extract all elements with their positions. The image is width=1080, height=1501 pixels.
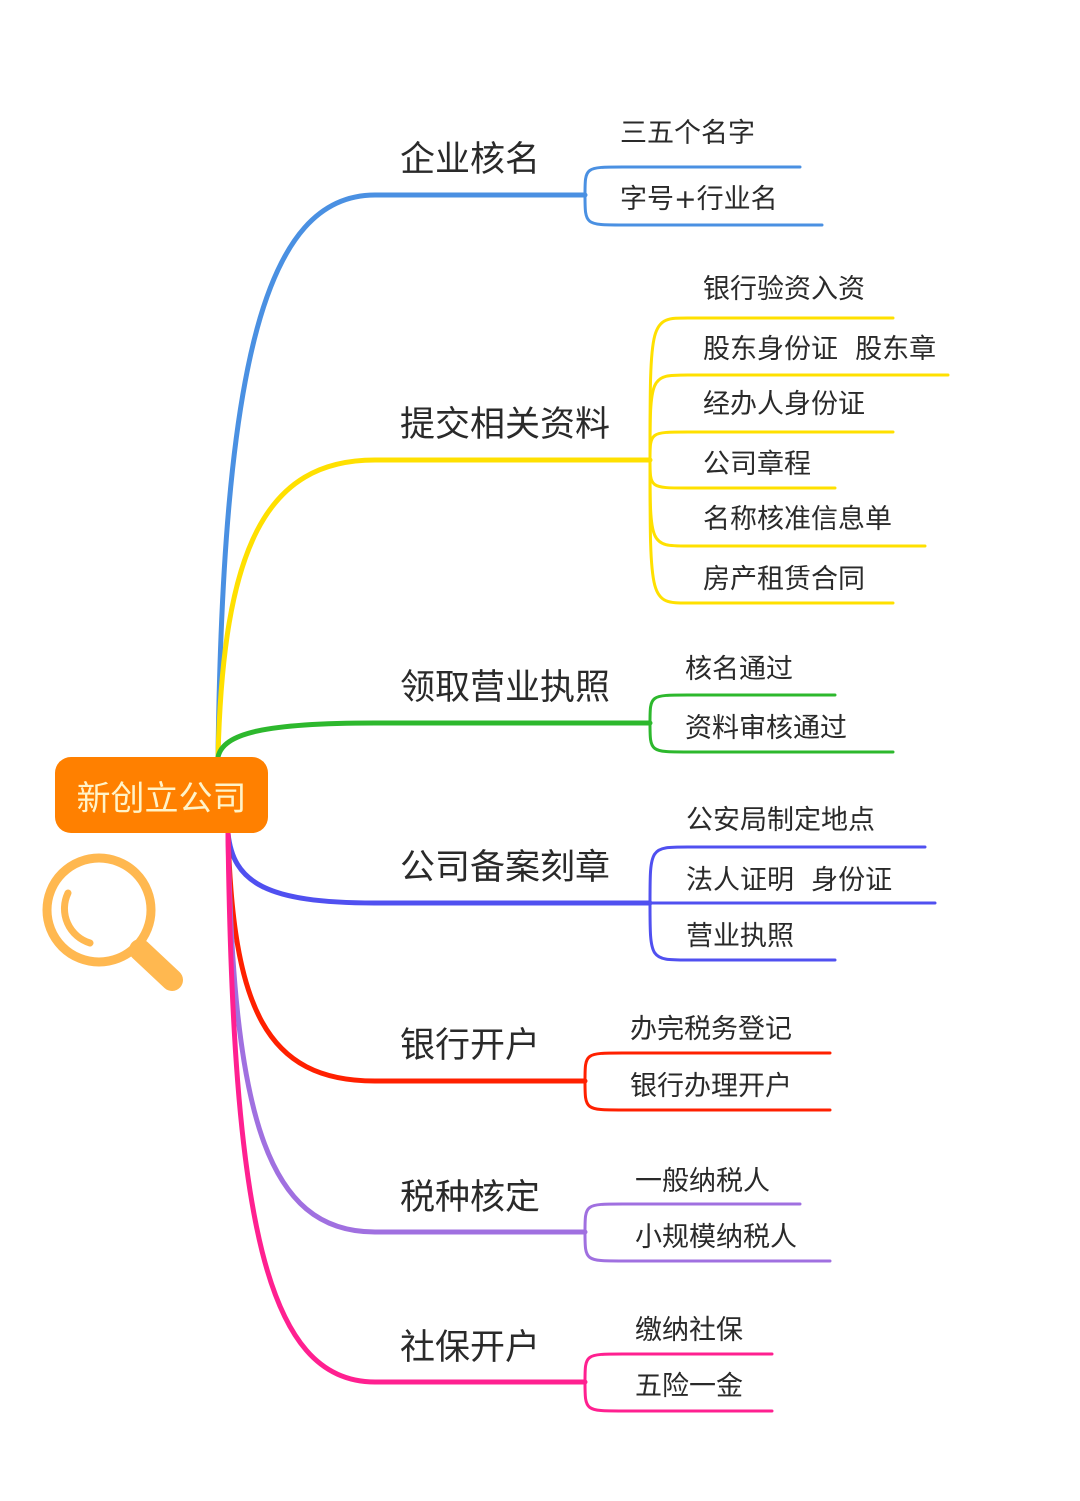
child-label-3-2[interactable]: 资料审核通过 xyxy=(685,713,847,744)
child-label-1-2[interactable]: 字号+行业名 xyxy=(620,184,778,215)
branch-label-2[interactable]: 提交相关资料 xyxy=(400,405,611,445)
child-line-3-2 xyxy=(648,721,895,754)
child-label-5-2[interactable]: 银行办理开户 xyxy=(630,1071,792,1102)
root-node[interactable]: 新创立公司 xyxy=(55,757,268,833)
child-line-3-1 xyxy=(648,693,837,725)
child-label-2-4[interactable]: 公司章程 xyxy=(703,449,811,480)
child-line-6-1 xyxy=(583,1202,802,1234)
child-line-1-2 xyxy=(583,193,824,227)
child-line-4-3 xyxy=(648,901,837,962)
child-label-2-6[interactable]: 房产租赁合同 xyxy=(703,564,865,595)
child-label-5-1[interactable]: 办完税务登记 xyxy=(630,1014,792,1045)
magnifier-icon xyxy=(42,853,183,991)
child-label-2-3[interactable]: 经办人身份证 xyxy=(703,389,865,420)
child-line-4-1 xyxy=(648,845,927,905)
branch-line-3 xyxy=(215,720,653,760)
branch-label-4[interactable]: 公司备案刻章 xyxy=(400,848,611,888)
child-label-4-3[interactable]: 营业执照 xyxy=(686,921,794,952)
child-label-3-1[interactable]: 核名通过 xyxy=(685,654,793,685)
child-label-2-2[interactable]: 股东身份证 股东章 xyxy=(703,334,937,365)
child-label-2-1[interactable]: 银行验资入资 xyxy=(703,274,865,305)
branch-line-2 xyxy=(215,457,653,760)
child-line-6-2 xyxy=(583,1230,832,1263)
child-line-5-2 xyxy=(583,1079,832,1112)
child-line-2-2 xyxy=(648,373,950,462)
child-line-1-1 xyxy=(583,165,802,197)
branch-line-1 xyxy=(215,192,588,760)
child-line-5-1 xyxy=(583,1051,832,1083)
child-label-6-2[interactable]: 小规模纳税人 xyxy=(635,1222,797,1253)
child-label-6-1[interactable]: 一般纳税人 xyxy=(635,1166,770,1197)
child-line-7-1 xyxy=(583,1352,774,1384)
branch-label-7[interactable]: 社保开户 xyxy=(400,1328,541,1368)
child-line-2-6 xyxy=(648,458,895,605)
root-label: 新创立公司 xyxy=(76,778,247,819)
child-label-1-1[interactable]: 三五个名字 xyxy=(620,118,755,149)
child-label-7-2[interactable]: 五险一金 xyxy=(635,1371,743,1402)
branch-label-1[interactable]: 企业核名 xyxy=(400,140,541,180)
branch-line-4 xyxy=(225,830,653,906)
branch-label-6[interactable]: 税种核定 xyxy=(400,1178,541,1218)
branch-label-5[interactable]: 银行开户 xyxy=(400,1026,541,1066)
child-label-2-5[interactable]: 名称核准信息单 xyxy=(703,504,892,535)
branch-label-3[interactable]: 领取营业执照 xyxy=(400,668,611,708)
child-label-4-2[interactable]: 法人证明 身份证 xyxy=(686,865,893,896)
branch-line-7 xyxy=(225,830,588,1385)
child-label-4-1[interactable]: 公安局制定地点 xyxy=(686,805,875,836)
child-label-7-1[interactable]: 缴纳社保 xyxy=(635,1315,743,1346)
child-line-2-3 xyxy=(648,430,895,462)
child-line-7-2 xyxy=(583,1380,774,1413)
